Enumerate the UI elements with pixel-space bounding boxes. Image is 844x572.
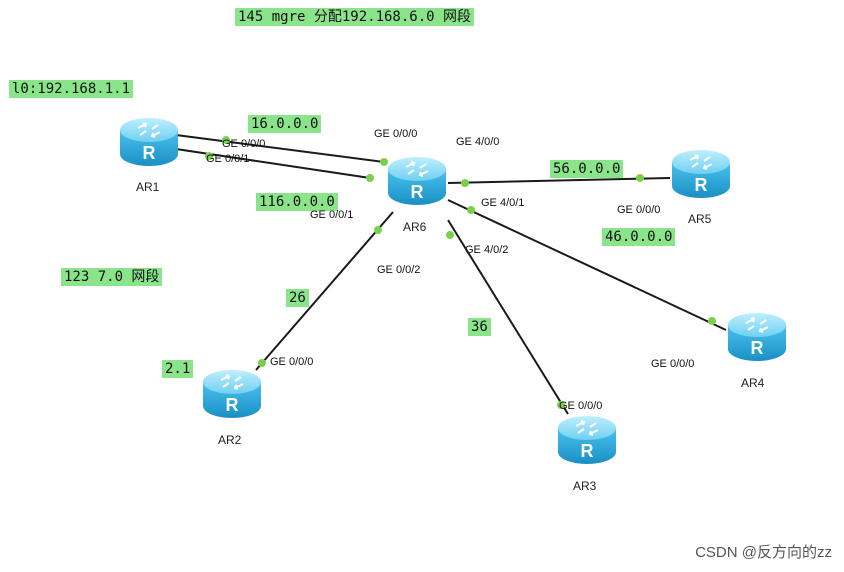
port-label-ar1-ge001: GE 0/0/1	[206, 153, 250, 165]
note-net56: 56.0.0.0	[550, 160, 624, 178]
watermark: CSDN @反方向的zz	[695, 544, 832, 561]
router-label-ar6: AR6	[403, 220, 427, 234]
router-label-ar2: AR2	[218, 433, 242, 447]
port-dot	[222, 136, 230, 144]
link-ar1-ar6-a	[175, 134, 385, 163]
port-dot	[467, 206, 475, 214]
svg-text:R: R	[411, 182, 424, 202]
router-icon: R	[388, 157, 446, 205]
link-ar6-ar4	[447, 199, 727, 331]
router-ar2[interactable]: R	[201, 368, 263, 420]
router-label-ar5: AR5	[688, 212, 712, 226]
router-icon: R	[203, 370, 261, 418]
note-net46: 46.0.0.0	[602, 228, 676, 246]
note-net116: 116.0.0.0	[256, 193, 338, 211]
note-net16: 16.0.0.0	[248, 115, 322, 133]
svg-text:R: R	[751, 338, 764, 358]
svg-text:R: R	[581, 441, 594, 461]
port-label-ar1-ge000: GE 0/0/0	[222, 138, 266, 150]
router-ar6[interactable]: R	[386, 155, 448, 207]
port-dot	[557, 401, 565, 409]
link-ar6-ar2	[255, 211, 394, 371]
port-label-ar6-ge402: GE 4/0/2	[465, 244, 509, 256]
port-dot	[366, 174, 374, 182]
link-ar6-ar3	[447, 219, 569, 415]
svg-text:R: R	[143, 143, 156, 163]
router-label-ar3: AR3	[573, 479, 597, 493]
port-label-ar4-ge000: GE 0/0/0	[651, 358, 695, 370]
note-ar2-addr: 2.1	[162, 360, 194, 378]
router-ar5[interactable]: R	[670, 148, 732, 200]
note-net123: 123 7.0 网段	[61, 268, 163, 286]
svg-text:R: R	[695, 175, 708, 195]
router-label-ar1: AR1	[136, 180, 160, 194]
router-label-ar4: AR4	[741, 376, 765, 390]
port-dot	[258, 359, 266, 367]
svg-text:R: R	[226, 395, 239, 415]
port-label-ar6-ge002: GE 0/0/2	[377, 264, 421, 276]
router-icon: R	[120, 118, 178, 166]
port-dot	[205, 152, 213, 160]
note-loopback: l0:192.168.1.1	[9, 80, 134, 98]
port-dot	[446, 231, 454, 239]
port-label-ar6-ge401: GE 4/0/1	[481, 197, 525, 209]
router-icon: R	[728, 313, 786, 361]
note-net36: 36	[468, 318, 491, 336]
router-icon: R	[558, 416, 616, 464]
port-label-ar6-ge000: GE 0/0/0	[374, 128, 418, 140]
router-icon: R	[672, 150, 730, 198]
port-dot	[374, 226, 382, 234]
port-label-ar5-ge000: GE 0/0/0	[617, 204, 661, 216]
port-dot	[380, 158, 388, 166]
port-label-ar6-ge400: GE 4/0/0	[456, 136, 500, 148]
note-net26: 26	[286, 289, 309, 307]
port-label-ar6-ge001: GE 0/0/1	[310, 209, 354, 221]
link-ar6-ar5	[447, 177, 671, 184]
port-label-ar2-ge000: GE 0/0/0	[270, 356, 314, 368]
router-ar4[interactable]: R	[726, 311, 788, 363]
router-ar1[interactable]: R	[118, 116, 180, 168]
router-ar3[interactable]: R	[556, 414, 618, 466]
port-dot	[708, 317, 716, 325]
port-dot	[461, 179, 469, 187]
port-dots	[205, 136, 716, 409]
note-mgre: 145 mgre 分配192.168.6.0 网段	[235, 8, 475, 26]
port-dot	[636, 174, 644, 182]
port-label-ar3-ge000: GE 0/0/0	[559, 400, 603, 412]
